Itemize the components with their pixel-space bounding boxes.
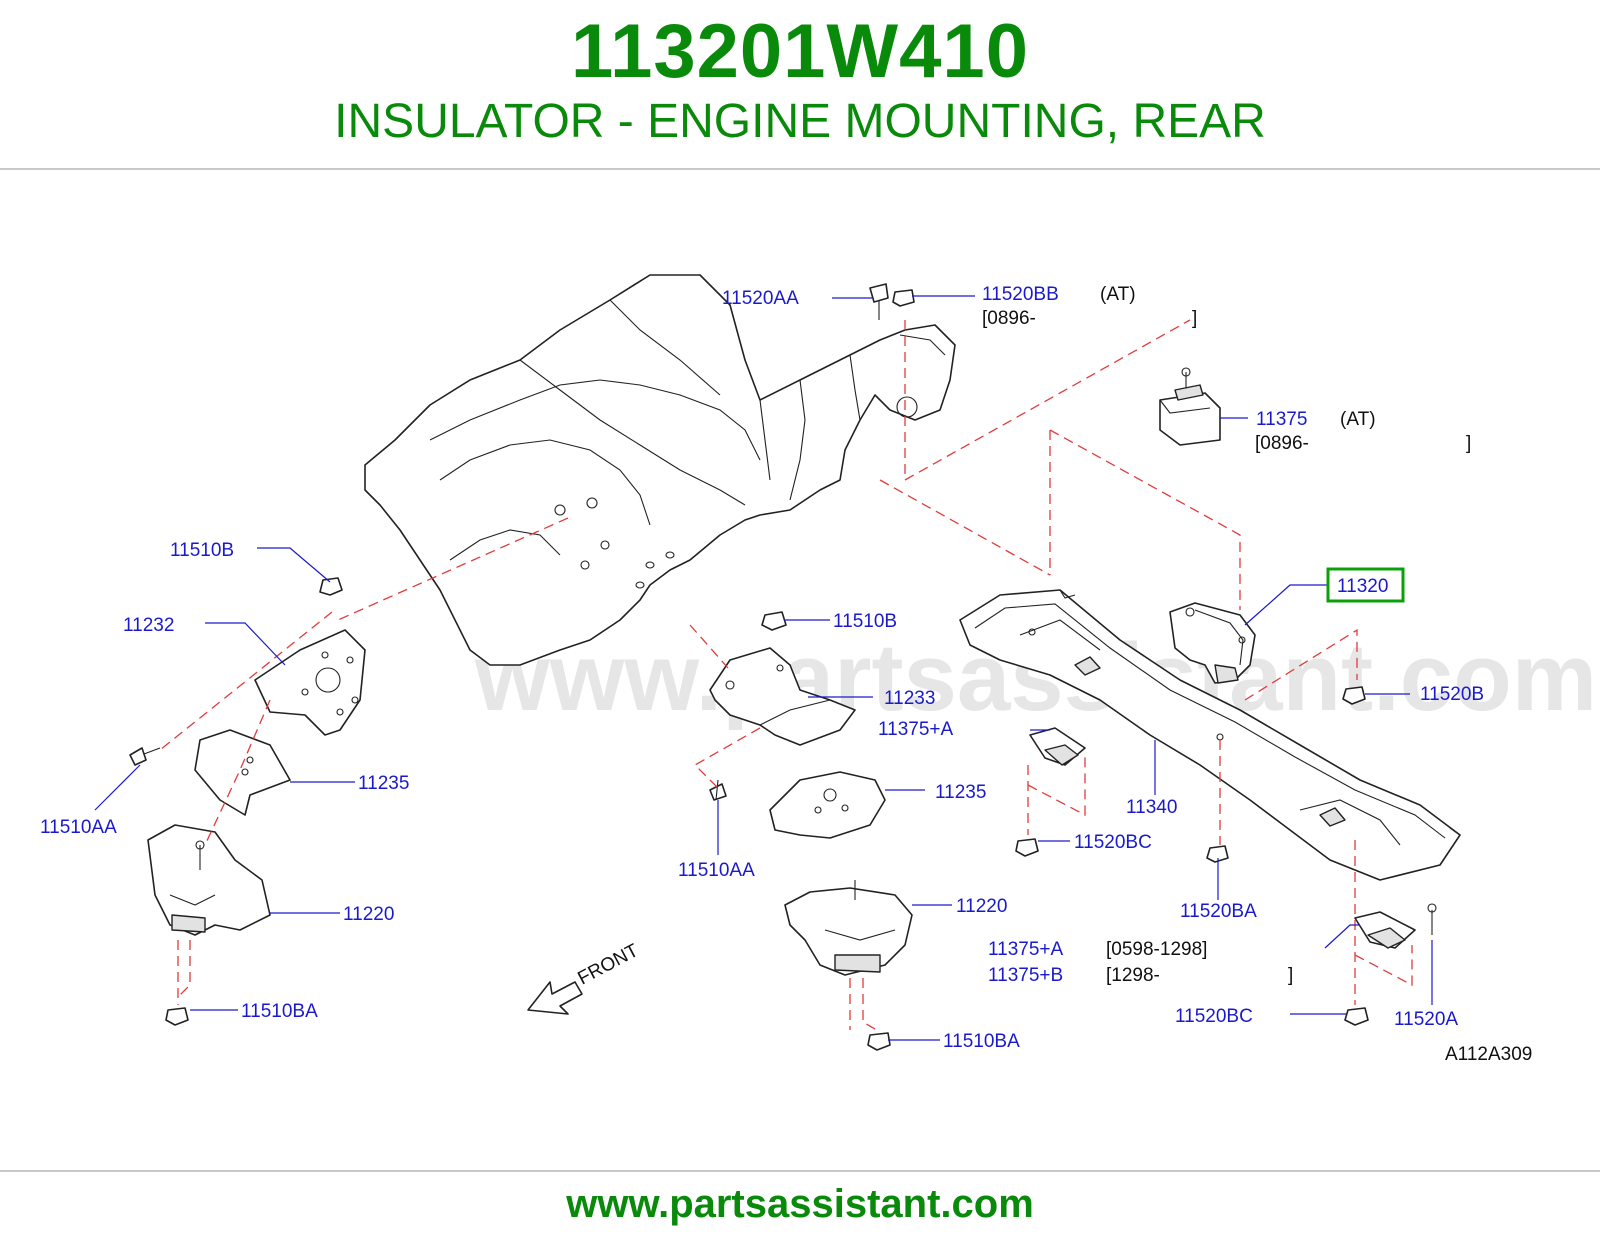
note-11375-at: (AT) [1340, 409, 1376, 430]
callout-11510B-left[interactable]: 11510B [170, 540, 234, 561]
callout-11233[interactable]: 11233 [884, 688, 935, 709]
note-11520BB-date: [0896- [982, 308, 1036, 329]
front-arrow-icon [527, 981, 583, 1015]
label-leader-lines [94, 295, 1433, 1041]
assembly-dashed-lines [159, 319, 1413, 1033]
callout-11520A[interactable]: 11520A [1394, 1009, 1458, 1030]
footer-website-link[interactable]: www.partsassistant.com [566, 1182, 1034, 1226]
engine-transmission-outline [364, 274, 956, 666]
callout-11520BC-top[interactable]: 11520BC [1074, 832, 1152, 853]
footer-divider [0, 1170, 1600, 1172]
callout-11235-left[interactable]: 11235 [358, 773, 409, 794]
callout-11520BA[interactable]: 11520BA [1180, 901, 1257, 922]
callout-11320[interactable]: 11320 [1337, 576, 1388, 597]
callout-11510BA-mid[interactable]: 11510BA [943, 1031, 1020, 1052]
part-number-title: 113201W410 [571, 9, 1029, 94]
left-mount-assembly [129, 577, 366, 1026]
header-divider [0, 168, 1600, 170]
note-11375-date: [0896- [1255, 433, 1309, 454]
callout-11235-mid[interactable]: 11235 [935, 782, 986, 803]
callout-11510BA-left[interactable]: 11510BA [241, 1001, 318, 1022]
crossmember-11340 [959, 589, 1461, 881]
callout-11375A-bottom[interactable]: 11375+A [988, 939, 1064, 960]
front-direction-label: FRONT [574, 940, 642, 989]
right-hardware [869, 283, 1437, 1026]
callout-11340[interactable]: 11340 [1126, 797, 1177, 818]
callout-11520BC-bottom[interactable]: 11520BC [1175, 1006, 1253, 1027]
callout-11520AA[interactable]: 11520AA [722, 288, 799, 309]
note-11520BB-close: ] [1192, 308, 1197, 329]
callout-11520BB[interactable]: 11520BB [982, 284, 1059, 305]
diagram-code: A112A309 [1445, 1044, 1532, 1065]
callout-11375[interactable]: 11375 [1256, 409, 1307, 430]
callout-11510AA-mid[interactable]: 11510AA [678, 860, 755, 881]
callout-11510B-mid[interactable]: 11510B [833, 611, 897, 632]
insulator-11320[interactable] [1169, 602, 1256, 684]
note-11375-close: ] [1466, 433, 1471, 454]
callout-labels: 11520AA 11520BB (AT) [0896- ] 11375 (AT)… [40, 284, 1532, 1065]
callout-11510AA-left[interactable]: 11510AA [40, 817, 117, 838]
callout-11375A-top[interactable]: 11375+A [878, 719, 954, 740]
callout-11375B[interactable]: 11375+B [988, 965, 1063, 986]
callout-11520B[interactable]: 11520B [1420, 684, 1484, 705]
note-11375B-close: ] [1288, 965, 1293, 986]
callout-11220-mid[interactable]: 11220 [956, 896, 1007, 917]
middle-mount-assembly [709, 611, 913, 1051]
highlight-box-11320 [1326, 567, 1405, 603]
callout-11220-left[interactable]: 11220 [343, 904, 394, 925]
note-11375B-date: [1298- [1106, 965, 1160, 986]
note-11520BB-at: (AT) [1100, 284, 1136, 305]
note-11375A-dates: [0598-1298] [1106, 939, 1207, 960]
part-description: INSULATOR - ENGINE MOUNTING, REAR [334, 95, 1266, 148]
page-header: 113201W410 INSULATOR - ENGINE MOUNTING, … [0, 0, 1600, 168]
callout-11232[interactable]: 11232 [123, 615, 174, 636]
insulator-11375-at [1159, 367, 1221, 446]
